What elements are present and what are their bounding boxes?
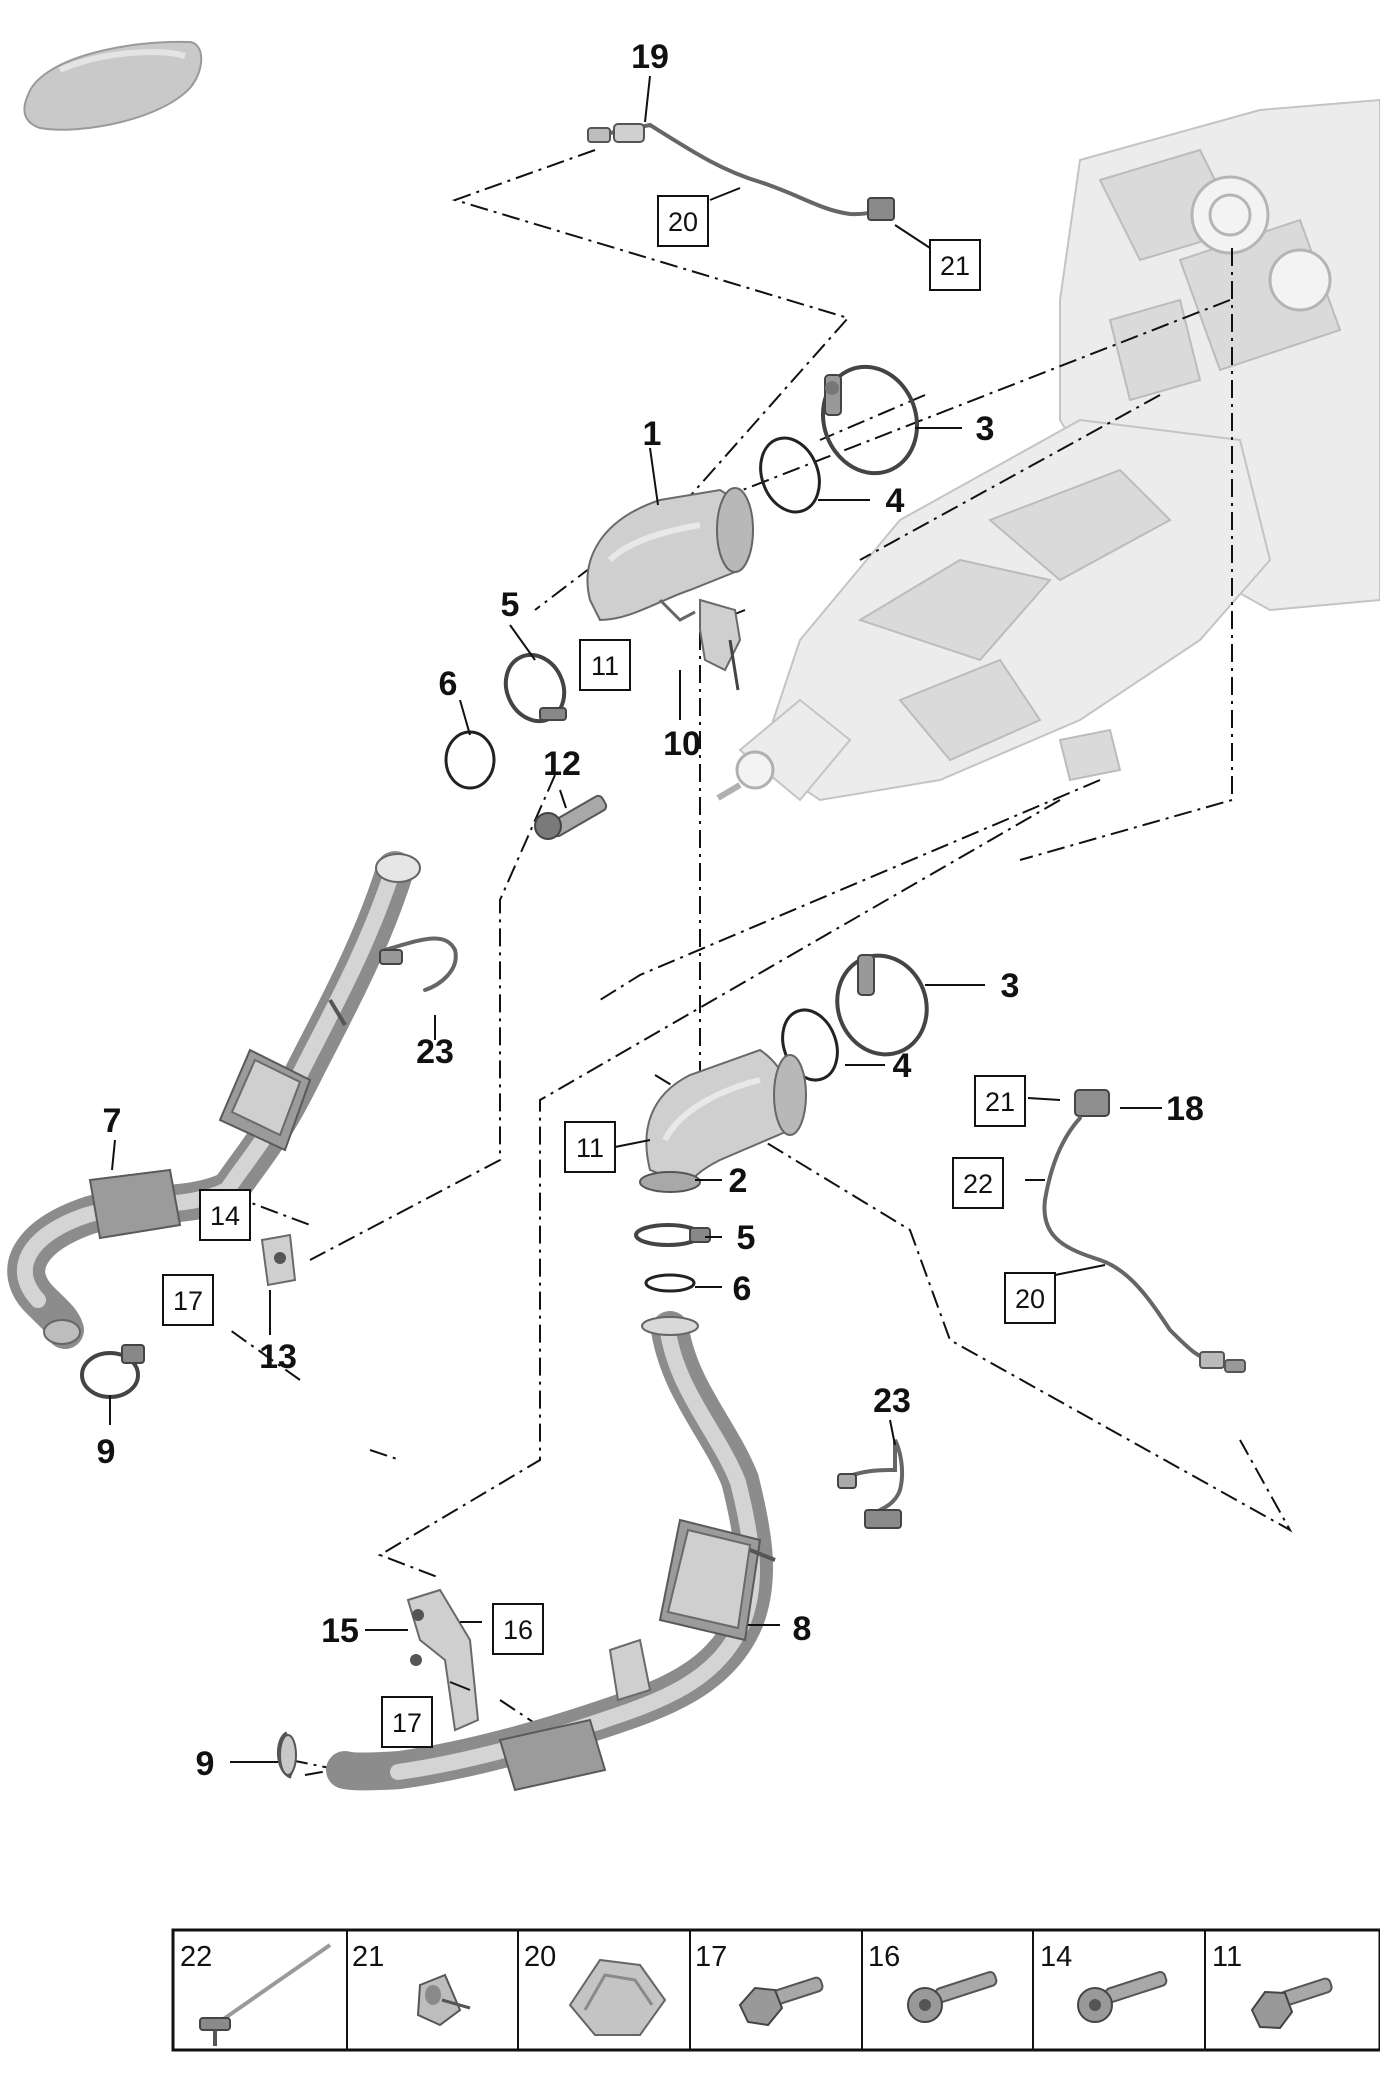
hex-bolt-icon (738, 1976, 824, 2027)
legend-cell-17: 17 (695, 1941, 824, 2027)
svg-text:17: 17 (695, 1941, 727, 1973)
callout-9-right: 9 (196, 1745, 215, 1783)
callout-3-upper: 3 (976, 410, 995, 448)
hardware-legend: 22 21 20 17 (171, 1928, 1380, 2052)
legend-cell-22: 22 (180, 1941, 332, 2046)
heat-shield-icon (568, 1958, 667, 2036)
boxed-callout-16: 16 (492, 1603, 544, 1655)
svg-text:21: 21 (940, 251, 970, 281)
boxed-callout-11-lower: 11 (564, 1121, 616, 1173)
callout-9-left: 9 (97, 1433, 116, 1471)
svg-text:22: 22 (963, 1169, 993, 1199)
callout-23-lower: 23 (873, 1382, 911, 1420)
svg-text:17: 17 (173, 1286, 203, 1316)
clamp-3-lower (835, 953, 929, 1057)
cable-tie-icon (199, 1943, 332, 2046)
boxed-callout-21-top: 21 (929, 239, 981, 291)
boxed-callout-17-left: 17 (162, 1274, 214, 1326)
torx-bolt-icon (1077, 1971, 1168, 2023)
boxed-callouts: 20 21 11 11 14 17 16 17 21 22 20 (162, 195, 1056, 1748)
car-thumbnail-icon (23, 40, 203, 131)
boxed-callout-20-top: 20 (657, 195, 709, 247)
svg-text:20: 20 (1015, 1284, 1045, 1314)
svg-text:22: 22 (180, 1941, 212, 1973)
turbo-elbow-1 (586, 487, 754, 622)
bolt-12 (534, 794, 608, 840)
seal-ring-4-upper (759, 436, 821, 514)
svg-text:16: 16 (503, 1615, 533, 1645)
legend-cell-16: 16 (868, 1941, 998, 2023)
bracket-10 (699, 598, 742, 691)
boxed-callout-22: 22 (952, 1157, 1004, 1209)
svg-text:11: 11 (1212, 1941, 1242, 1973)
oxygen-sensor-18 (1042, 1089, 1246, 1373)
callout-12: 12 (543, 745, 581, 783)
callout-8: 8 (793, 1610, 812, 1648)
leader-lines (109, 75, 1162, 1763)
seal-ring-6-lower (644, 1273, 696, 1293)
callout-15: 15 (321, 1612, 359, 1650)
svg-text:14: 14 (1040, 1941, 1072, 1973)
callout-numbers: 1 2 3 3 4 4 5 5 6 6 7 8 9 9 10 12 13 15 … (97, 38, 1204, 1783)
oxygen-sensor-19 (587, 122, 895, 221)
callout-23-upper: 23 (416, 1033, 454, 1071)
callout-6-lower: 6 (733, 1270, 752, 1308)
legend-cell-11: 11 (1212, 1941, 1333, 2030)
boxed-callout-14: 14 (199, 1189, 251, 1241)
svg-text:16: 16 (868, 1941, 900, 1973)
svg-text:21: 21 (985, 1087, 1015, 1117)
clamp-5-lower (634, 1223, 711, 1247)
svg-text:14: 14 (210, 1201, 240, 1231)
seal-ring-6-upper (444, 730, 496, 790)
callout-4-lower: 4 (893, 1047, 912, 1085)
callout-5-upper: 5 (501, 586, 520, 624)
engine-gearbox-assembly (716, 98, 1380, 802)
callout-2: 2 (729, 1162, 748, 1200)
clamp-9-left (80, 1344, 145, 1399)
catalytic-converter-8 (326, 1311, 776, 1792)
svg-text:21: 21 (352, 1941, 384, 1973)
callout-13: 13 (259, 1338, 297, 1376)
callout-3-lower: 3 (1001, 967, 1020, 1005)
flange-bolt-icon (1250, 1977, 1333, 2030)
legend-cell-20: 20 (524, 1941, 667, 2036)
legend-cell-14: 14 (1040, 1941, 1168, 2023)
svg-text:17: 17 (392, 1708, 422, 1738)
seal-ring-4-lower (781, 1008, 839, 1082)
sensor-23-lower (837, 1439, 905, 1529)
svg-text:11: 11 (576, 1133, 604, 1163)
callout-7: 7 (103, 1102, 122, 1140)
clamp-5-upper (503, 652, 567, 724)
boxed-callout-11-upper: 11 (579, 639, 631, 691)
boxed-callout-17-right: 17 (381, 1696, 433, 1748)
svg-text:20: 20 (524, 1941, 556, 1973)
turbo-elbow-2 (639, 1048, 807, 1193)
callout-5-lower: 5 (737, 1219, 756, 1257)
svg-text:20: 20 (668, 207, 698, 237)
bracket-13 (260, 1233, 297, 1287)
bracket-15 (406, 1588, 480, 1732)
callout-6-upper: 6 (439, 665, 458, 703)
catalytic-converter-7 (7, 851, 458, 1349)
callout-19: 19 (631, 38, 669, 76)
callout-1: 1 (643, 415, 662, 453)
callout-18: 18 (1166, 1090, 1204, 1128)
boxed-callout-21-right: 21 (974, 1075, 1026, 1127)
callout-10: 10 (663, 725, 701, 763)
clip-icon (416, 1973, 471, 2027)
callout-4-upper: 4 (886, 482, 905, 520)
boxed-callout-20-right: 20 (1004, 1272, 1056, 1324)
clamp-3-upper (820, 364, 920, 476)
legend-cell-21: 21 (352, 1941, 471, 2027)
svg-text:11: 11 (591, 651, 619, 681)
torx-bolt-icon (907, 1971, 998, 2023)
clamp-9-right (277, 1731, 297, 1779)
